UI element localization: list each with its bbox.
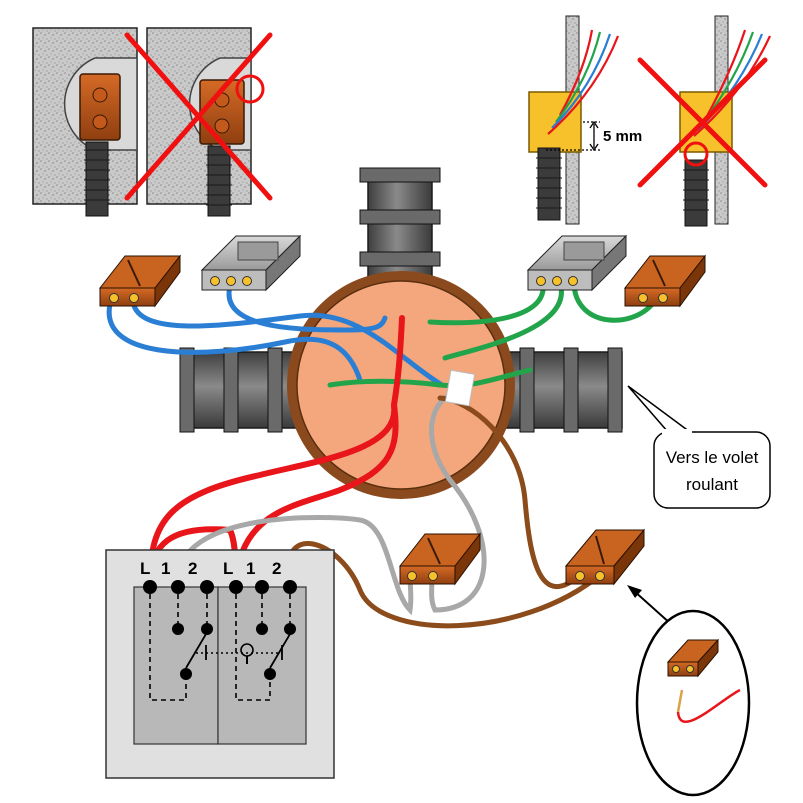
callout-volet-roulant: Vers le volet roulant (627, 385, 771, 509)
error-circle-marker (235, 74, 265, 104)
terminal-right-2: 2 (272, 559, 281, 578)
wrong-cross-icon-2 (637, 57, 768, 188)
wago-connector-left (98, 254, 182, 308)
wago-connector-grey-left (200, 234, 302, 292)
detail-inset (627, 585, 751, 797)
callout-line-2: roulant (686, 475, 738, 494)
brown-wires (284, 395, 603, 629)
wago-connector-brown (564, 528, 646, 586)
backbox-detail-wrong (637, 15, 771, 227)
wago-connector-grey-right (526, 234, 628, 292)
backbox-detail-correct: 5 mm (528, 15, 642, 225)
terminal-left-L: L (140, 559, 150, 578)
double-switch: L 1 2 L 1 2 (105, 549, 335, 779)
terminal-right-1: 1 (246, 559, 255, 578)
wall-detail-correct (32, 27, 138, 217)
wire-sleeve (444, 369, 476, 407)
junction-box (287, 271, 515, 499)
earth-wires (327, 280, 660, 389)
error-circle-marker-2 (683, 141, 709, 167)
terminal-left-2: 2 (188, 559, 197, 578)
terminal-right-L: L (223, 559, 233, 578)
wago-connector-grey-brown (398, 532, 482, 586)
wrong-cross-icon (124, 32, 273, 201)
gap-label: 5 mm (603, 128, 642, 145)
callout-line-1: Vers le volet (666, 448, 759, 467)
interlock-icon (240, 643, 254, 664)
terminal-left-1: 1 (161, 559, 170, 578)
wall-detail-wrong (124, 27, 273, 217)
wago-connector-right (623, 254, 707, 308)
grey-wires (175, 390, 487, 616)
